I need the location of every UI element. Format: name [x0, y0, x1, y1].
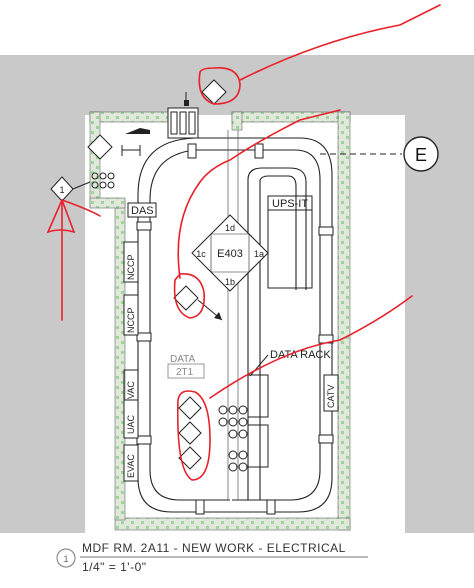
title-scale: 1/4" = 1'-0" [82, 560, 147, 574]
svg-text:1d: 1d [225, 223, 235, 233]
svg-text:1b: 1b [225, 277, 235, 287]
ups-unit: UPS-IT [267, 195, 313, 289]
svg-text:E: E [415, 145, 427, 165]
red-markups [46, 4, 441, 481]
title-block: 1 MDF RM. 2A11 - NEW WORK - ELECTRICAL 1… [56, 541, 368, 574]
svg-text:EVAC: EVAC [126, 454, 136, 478]
data-rack-label: DATA RACK [270, 349, 331, 361]
svg-text:NCCP: NCCP [126, 254, 136, 280]
tray-sleeves [136, 143, 334, 515]
catv-panel: CATV [323, 374, 339, 412]
receptacles [218, 405, 248, 472]
callout-tag: 1 [50, 176, 91, 202]
room-walls [89, 111, 351, 531]
evac-panel: EVAC [123, 444, 139, 482]
device-cluster [87, 134, 115, 189]
nccp-panel-1: NCCP [123, 241, 139, 283]
nccp-panel-2: NCCP [123, 294, 139, 336]
svg-text:NCCP: NCCP [126, 307, 136, 333]
ups-label: UPS-IT [272, 198, 308, 210]
device-diamonds [173, 79, 227, 470]
data-rack: DATA RACK [247, 349, 331, 468]
svg-text:UAC: UAC [126, 414, 136, 434]
disconnect-switch [121, 128, 150, 156]
callout-tag-number: 1 [59, 185, 64, 195]
svg-text:2T1: 2T1 [176, 367, 194, 378]
svg-text:CATV: CATV [326, 385, 336, 408]
das-panel: DAS [127, 202, 157, 218]
panel-boards [167, 92, 199, 139]
leader-arrow [197, 299, 223, 321]
svg-text:1c: 1c [196, 249, 206, 259]
svg-text:DATA: DATA [170, 354, 196, 365]
uac-panel: UAC [123, 399, 139, 439]
section-marker: E [320, 136, 439, 172]
svg-text:1a: 1a [254, 249, 264, 259]
svg-text:VAC: VAC [126, 381, 136, 399]
title-text: MDF RM. 2A11 - NEW WORK - ELECTRICAL [82, 541, 346, 555]
keynote-e403: E403 1d 1b 1c 1a [191, 214, 269, 292]
vac-label-group: VAC [123, 369, 139, 401]
data-2t1: DATA 2T1 [167, 354, 205, 379]
cable-tray [137, 130, 333, 513]
das-label: DAS [131, 205, 154, 217]
svg-text:E403: E403 [217, 248, 243, 260]
title-number: 1 [63, 554, 68, 564]
